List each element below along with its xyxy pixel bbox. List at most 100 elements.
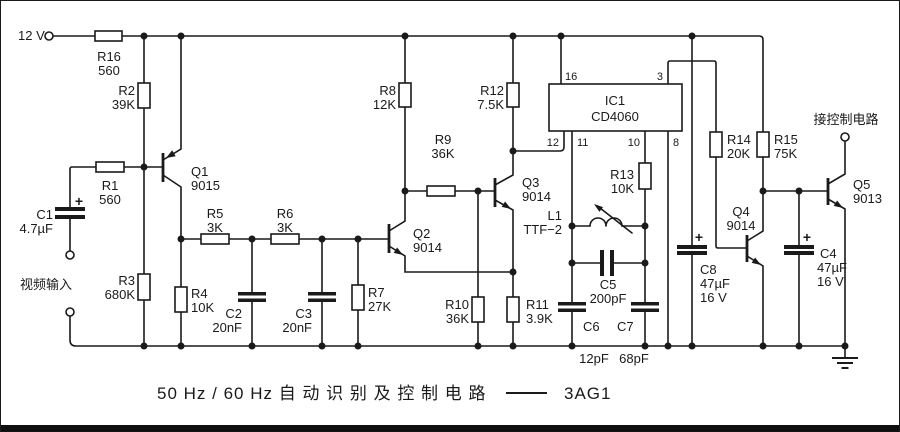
transistor-q5: Q5 9013	[826, 140, 882, 347]
ic1-cd4060: IC1 CD4060 16 3 12 11 10 8	[512, 35, 717, 347]
capacitor-c6: C6 12pF	[558, 302, 609, 366]
c3-val: 20nF	[282, 320, 312, 335]
l1-val: TTF−2	[523, 222, 562, 237]
inductor-l1: L1 TTF−2	[523, 204, 646, 237]
ground-rail	[69, 315, 846, 347]
c4-volt: 16 V	[817, 274, 844, 289]
control-out-label: 接控制电路	[813, 112, 878, 127]
q3-val: 9014	[522, 189, 551, 204]
resistor-r14: R14 20K	[709, 131, 751, 249]
r6-val: 3K	[277, 220, 293, 235]
r9-ref: R9	[435, 132, 452, 147]
c5-val: 200pF	[590, 291, 627, 306]
c4-ref: C4	[820, 246, 837, 261]
q5-ref: Q5	[853, 177, 870, 192]
l1-ref: L1	[548, 208, 562, 223]
r13-ref: R13	[610, 167, 634, 182]
resistor-r6: R6 3K	[251, 206, 390, 245]
terminal-video-in: 视频输入	[20, 250, 75, 317]
terminal-circle-video-bottom	[65, 307, 75, 317]
resistor-r16: R16 560	[94, 30, 123, 78]
c2-val: 20nF	[212, 320, 242, 335]
r14-val: 20K	[727, 146, 750, 161]
q4-val: 9014	[727, 218, 756, 233]
r14-ref: R14	[727, 132, 751, 147]
r15-val: 75K	[774, 146, 797, 161]
c8-plus: +	[695, 229, 703, 245]
resistor-r2: R2 39K	[112, 35, 151, 168]
title-text: 50 Hz / 60 Hz 自 动 识 别 及 控 制 电 路	[157, 384, 487, 403]
transistor-q2: Q2 9014	[387, 190, 514, 273]
r7-val: 27K	[368, 299, 391, 314]
q1-ref: Q1	[191, 164, 208, 179]
c2-ref: C2	[225, 306, 242, 321]
c6-ref: C6	[583, 319, 600, 334]
r3-val: 680K	[105, 287, 136, 302]
resistor-r11: R11 3.9K	[506, 271, 553, 347]
c8-volt: 16 V	[700, 290, 727, 305]
r11-ref: R11	[526, 297, 549, 312]
r12-val: 7.5K	[477, 97, 504, 112]
resistor-r10: R10 36K	[445, 190, 485, 347]
capacitor-c8: + C8 47µF 16 V	[677, 35, 730, 347]
r16-ref: R16	[97, 49, 121, 64]
r8-val: 12K	[373, 97, 396, 112]
ic1-box	[548, 83, 683, 132]
r2-ref: R2	[118, 83, 135, 98]
r10-ref: R10	[445, 297, 469, 312]
q5-val: 9013	[853, 191, 882, 206]
r1-val: 560	[99, 192, 121, 207]
resistor-r12: R12 7.5K	[477, 35, 520, 152]
q2-ref: Q2	[413, 226, 430, 241]
transistor-q3: Q3 9014	[493, 150, 551, 273]
title-suffix: 3AG1	[564, 384, 611, 403]
c1-val: 4.7µF	[19, 221, 53, 236]
r11-val: 3.9K	[526, 311, 553, 326]
r10-val: 36K	[446, 311, 469, 326]
terminal-circle-video-top	[65, 250, 75, 260]
r12-ref: R12	[480, 83, 504, 98]
resistor-r8: R8 12K	[373, 35, 412, 192]
r5-val: 3K	[207, 220, 223, 235]
transistor-q1: Q1 9015	[161, 35, 220, 240]
junction-dots	[140, 32, 849, 350]
q2-emitter-arrow	[393, 247, 403, 255]
c6-val: 12pF	[579, 351, 609, 366]
q1-val: 9015	[191, 178, 220, 193]
r5-ref: R5	[207, 206, 224, 221]
ic1-pin10-label: 10	[628, 137, 640, 149]
c8-ref: C8	[700, 262, 717, 277]
c8-val: 47µF	[700, 276, 730, 291]
capacitor-c3: C3 20nF	[282, 238, 336, 347]
capacitor-c5: C5 200pF	[571, 250, 646, 306]
terminal-control-out: 接控制电路	[813, 112, 879, 142]
capacitor-c7: C7 68pF	[617, 302, 659, 366]
ic1-pin12-label: 12	[547, 137, 559, 149]
video-in-label: 视频输入	[20, 277, 72, 292]
footer-bar	[1, 425, 899, 432]
q2-val: 9014	[413, 240, 442, 255]
capacitor-c2: C2 20nF	[212, 238, 266, 347]
capacitor-c4: + C4 47µF 16 V	[784, 190, 847, 347]
resistor-r4: R4 10K	[174, 238, 214, 347]
power-rail	[52, 35, 764, 133]
ic1-pin3-label: 3	[657, 71, 663, 83]
q3-ref: Q3	[522, 175, 539, 190]
c7-ref: C7	[617, 319, 634, 334]
ic1-ref: IC1	[605, 93, 625, 108]
terminal-circle-12v	[44, 31, 54, 41]
ic1-part: CD4060	[591, 109, 639, 124]
r2-val: 39K	[112, 97, 135, 112]
resistor-r15: R15 75K	[756, 131, 798, 192]
ic1-pin8-label: 8	[673, 137, 679, 149]
r4-ref: R4	[191, 286, 208, 301]
transistor-q4: Q4 9014	[727, 190, 764, 347]
r7-ref: R7	[368, 285, 385, 300]
q1-emitter-arrow	[166, 150, 176, 158]
q3-emitter-arrow	[501, 201, 511, 209]
terminal-12v: 12 V	[18, 28, 54, 43]
power-label: 12 V	[18, 28, 45, 43]
